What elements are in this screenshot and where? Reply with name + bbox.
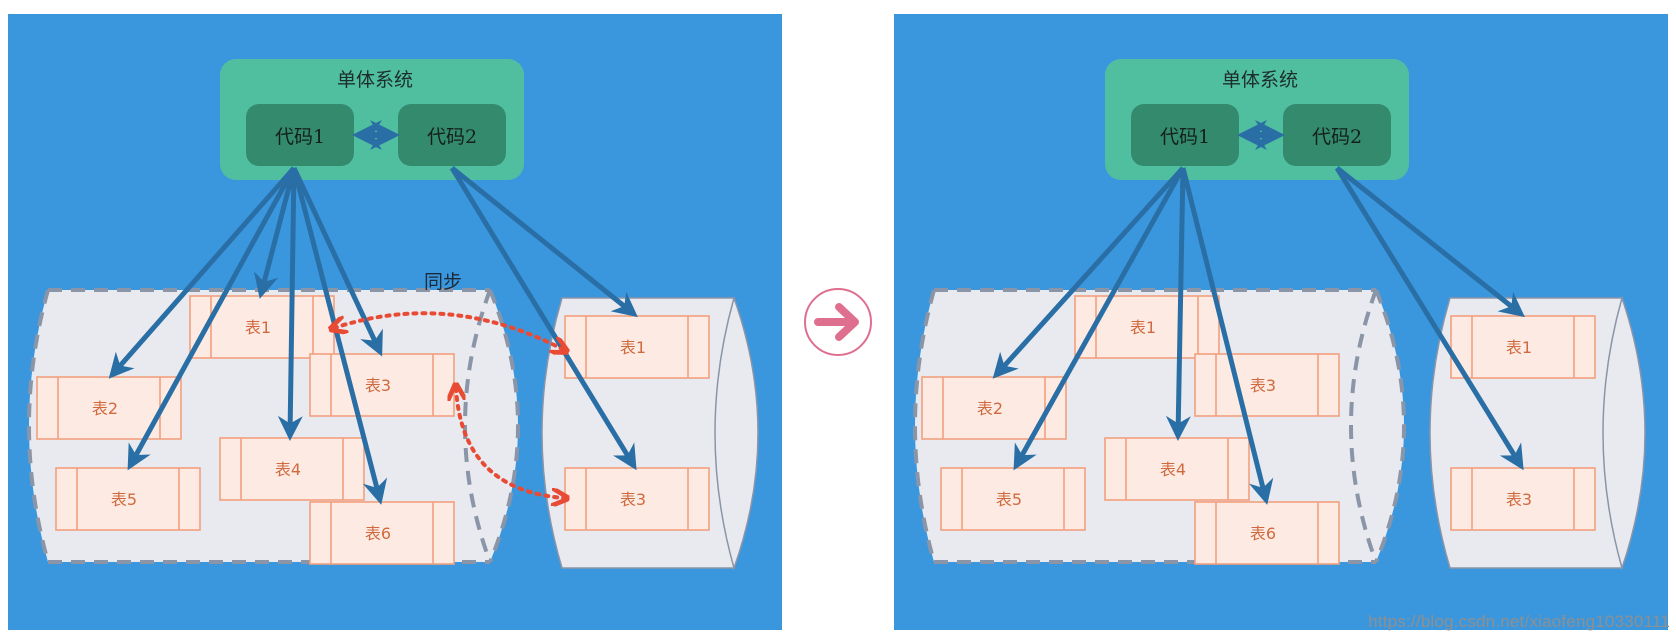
- left-arrow-code1-table2: [108, 166, 296, 379]
- right-table-3-label: 表3: [1250, 376, 1276, 395]
- right-system-box: 单体系统 代码1 代码2: [1105, 59, 1409, 180]
- left-table-4: 表4: [219, 437, 365, 501]
- left-arrow-code1-table4: [277, 167, 303, 441]
- right-main-db-inner-cap: [1349, 289, 1378, 563]
- left-arrow-code1-table5: [127, 166, 297, 471]
- left-sync-label: 同步: [424, 271, 462, 293]
- left-table-1: 表1: [189, 295, 335, 359]
- left-table-6: 表6: [309, 501, 455, 565]
- left-table-5: 表5: [55, 467, 201, 531]
- left-sync-arrows: [334, 311, 564, 498]
- left-table-3-label: 表3: [365, 376, 391, 395]
- right-code2-box: [1283, 104, 1391, 166]
- left-side-table-1: 表1: [564, 315, 710, 379]
- left-table-3: 表3: [309, 353, 455, 417]
- left-code2-label: 代码2: [427, 126, 477, 148]
- right-system-title: 单体系统: [1222, 69, 1298, 91]
- left-main-tables: 表1 表2 表3 表4: [36, 295, 455, 565]
- left-sync-arrow-table1: [334, 311, 564, 350]
- left-code1-label: 代码1: [275, 126, 325, 148]
- left-table-1-label: 表1: [245, 318, 271, 337]
- left-table-6-label: 表6: [365, 524, 391, 543]
- right-side-table-3-label: 表3: [1506, 490, 1532, 509]
- left-table-2-label: 表2: [92, 399, 118, 418]
- arrow-right-circle-icon: [804, 288, 872, 356]
- right-main-db-right-cap: [1374, 289, 1406, 563]
- right-code1-label: 代码1: [1160, 126, 1210, 148]
- right-code2-label: 代码2: [1312, 126, 1362, 148]
- left-table-4-label: 表4: [275, 460, 301, 479]
- right-arrow-code1-table6: [1180, 167, 1274, 505]
- right-arrow-code1-table4: [1165, 167, 1191, 441]
- left-system-title: 单体系统: [337, 69, 413, 91]
- right-access-arrows: [992, 166, 1525, 505]
- right-table-3: 表3: [1194, 353, 1340, 417]
- right-side-table-1-label: 表1: [1506, 338, 1532, 357]
- right-side-table-3: 表3: [1450, 467, 1596, 531]
- right-table-5: 表5: [940, 467, 1086, 531]
- left-system-box: 单体系统 代码1 代码2: [220, 59, 524, 180]
- right-arrow-code2-side-table1: [1335, 166, 1525, 318]
- right-table-1-label: 表1: [1130, 318, 1156, 337]
- right-side-tables: 表1 表3: [1450, 315, 1596, 531]
- left-table-2: 表2: [36, 376, 182, 440]
- right-side-table-1: 表1: [1450, 315, 1596, 379]
- right-arrow-code1-table5: [1013, 166, 1186, 471]
- right-side-db-cap: [1602, 295, 1646, 571]
- left-side-tables: 表1 表3: [564, 315, 710, 531]
- right-table-2-label: 表2: [977, 399, 1003, 418]
- right-arrow-code1-table2: [992, 166, 1185, 379]
- left-code1-box: [246, 104, 354, 166]
- right-table-6: 表6: [1194, 501, 1340, 565]
- right-table-1: 表1: [1074, 295, 1220, 359]
- left-code2-box: [398, 104, 506, 166]
- left-side-db-cap: [714, 295, 759, 571]
- right-code1-box: [1131, 104, 1239, 166]
- left-panel: 单体系统 代码1 代码2 表1: [8, 14, 782, 630]
- left-arrow-code1-table1: [253, 167, 297, 299]
- left-arrow-code2-side-table1: [450, 166, 638, 318]
- right-table-5-label: 表5: [996, 490, 1022, 509]
- left-side-table-3-label: 表3: [620, 490, 646, 509]
- left-table-5-label: 表5: [111, 490, 137, 509]
- right-main-tables: 表1 表2 表3 表4: [921, 295, 1340, 565]
- right-table-4: 表4: [1104, 437, 1250, 501]
- right-table-2: 表2: [921, 376, 1067, 440]
- left-sync-arrow-table3: [456, 388, 564, 498]
- right-table-4-label: 表4: [1160, 460, 1186, 479]
- watermark-url: https://blog.csdn.net/xiaofeng10330111: [1368, 612, 1670, 631]
- left-side-table-3: 表3: [564, 467, 710, 531]
- right-panel: 单体系统 代码1 代码2 表1: [894, 14, 1668, 630]
- right-arrow-code2-side-table3: [1334, 166, 1524, 471]
- left-side-table-1-label: 表1: [620, 338, 646, 357]
- right-table-6-label: 表6: [1250, 524, 1276, 543]
